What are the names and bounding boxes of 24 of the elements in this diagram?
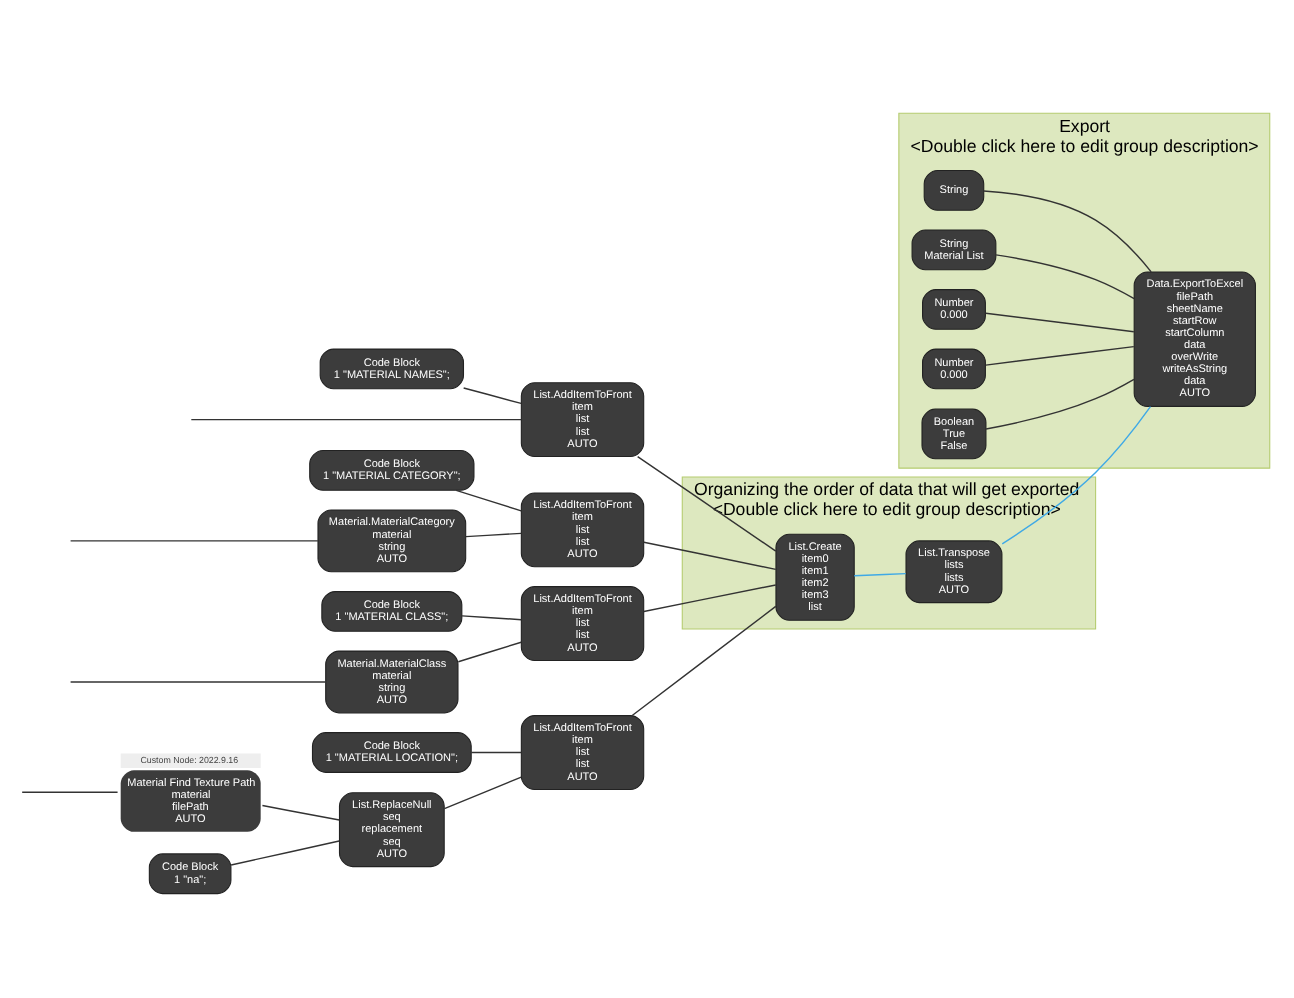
connector xyxy=(470,751,522,754)
connector xyxy=(261,804,341,821)
connector xyxy=(985,378,1135,430)
connector xyxy=(230,840,340,866)
connector xyxy=(69,681,327,683)
connector xyxy=(643,541,777,571)
connector xyxy=(455,489,522,512)
connector xyxy=(995,254,1135,300)
connector xyxy=(985,345,1135,366)
connector xyxy=(461,615,523,621)
connector xyxy=(69,540,319,542)
connector xyxy=(853,572,907,577)
connector xyxy=(643,584,777,613)
connector xyxy=(636,455,777,552)
connector xyxy=(465,532,522,538)
connector xyxy=(1001,405,1152,545)
connector xyxy=(462,387,522,405)
connector xyxy=(985,312,1135,333)
connector xyxy=(443,776,522,810)
connector xyxy=(457,641,522,663)
connector xyxy=(631,605,777,717)
connector xyxy=(190,418,522,421)
connector xyxy=(983,190,1152,273)
connector xyxy=(21,791,119,793)
